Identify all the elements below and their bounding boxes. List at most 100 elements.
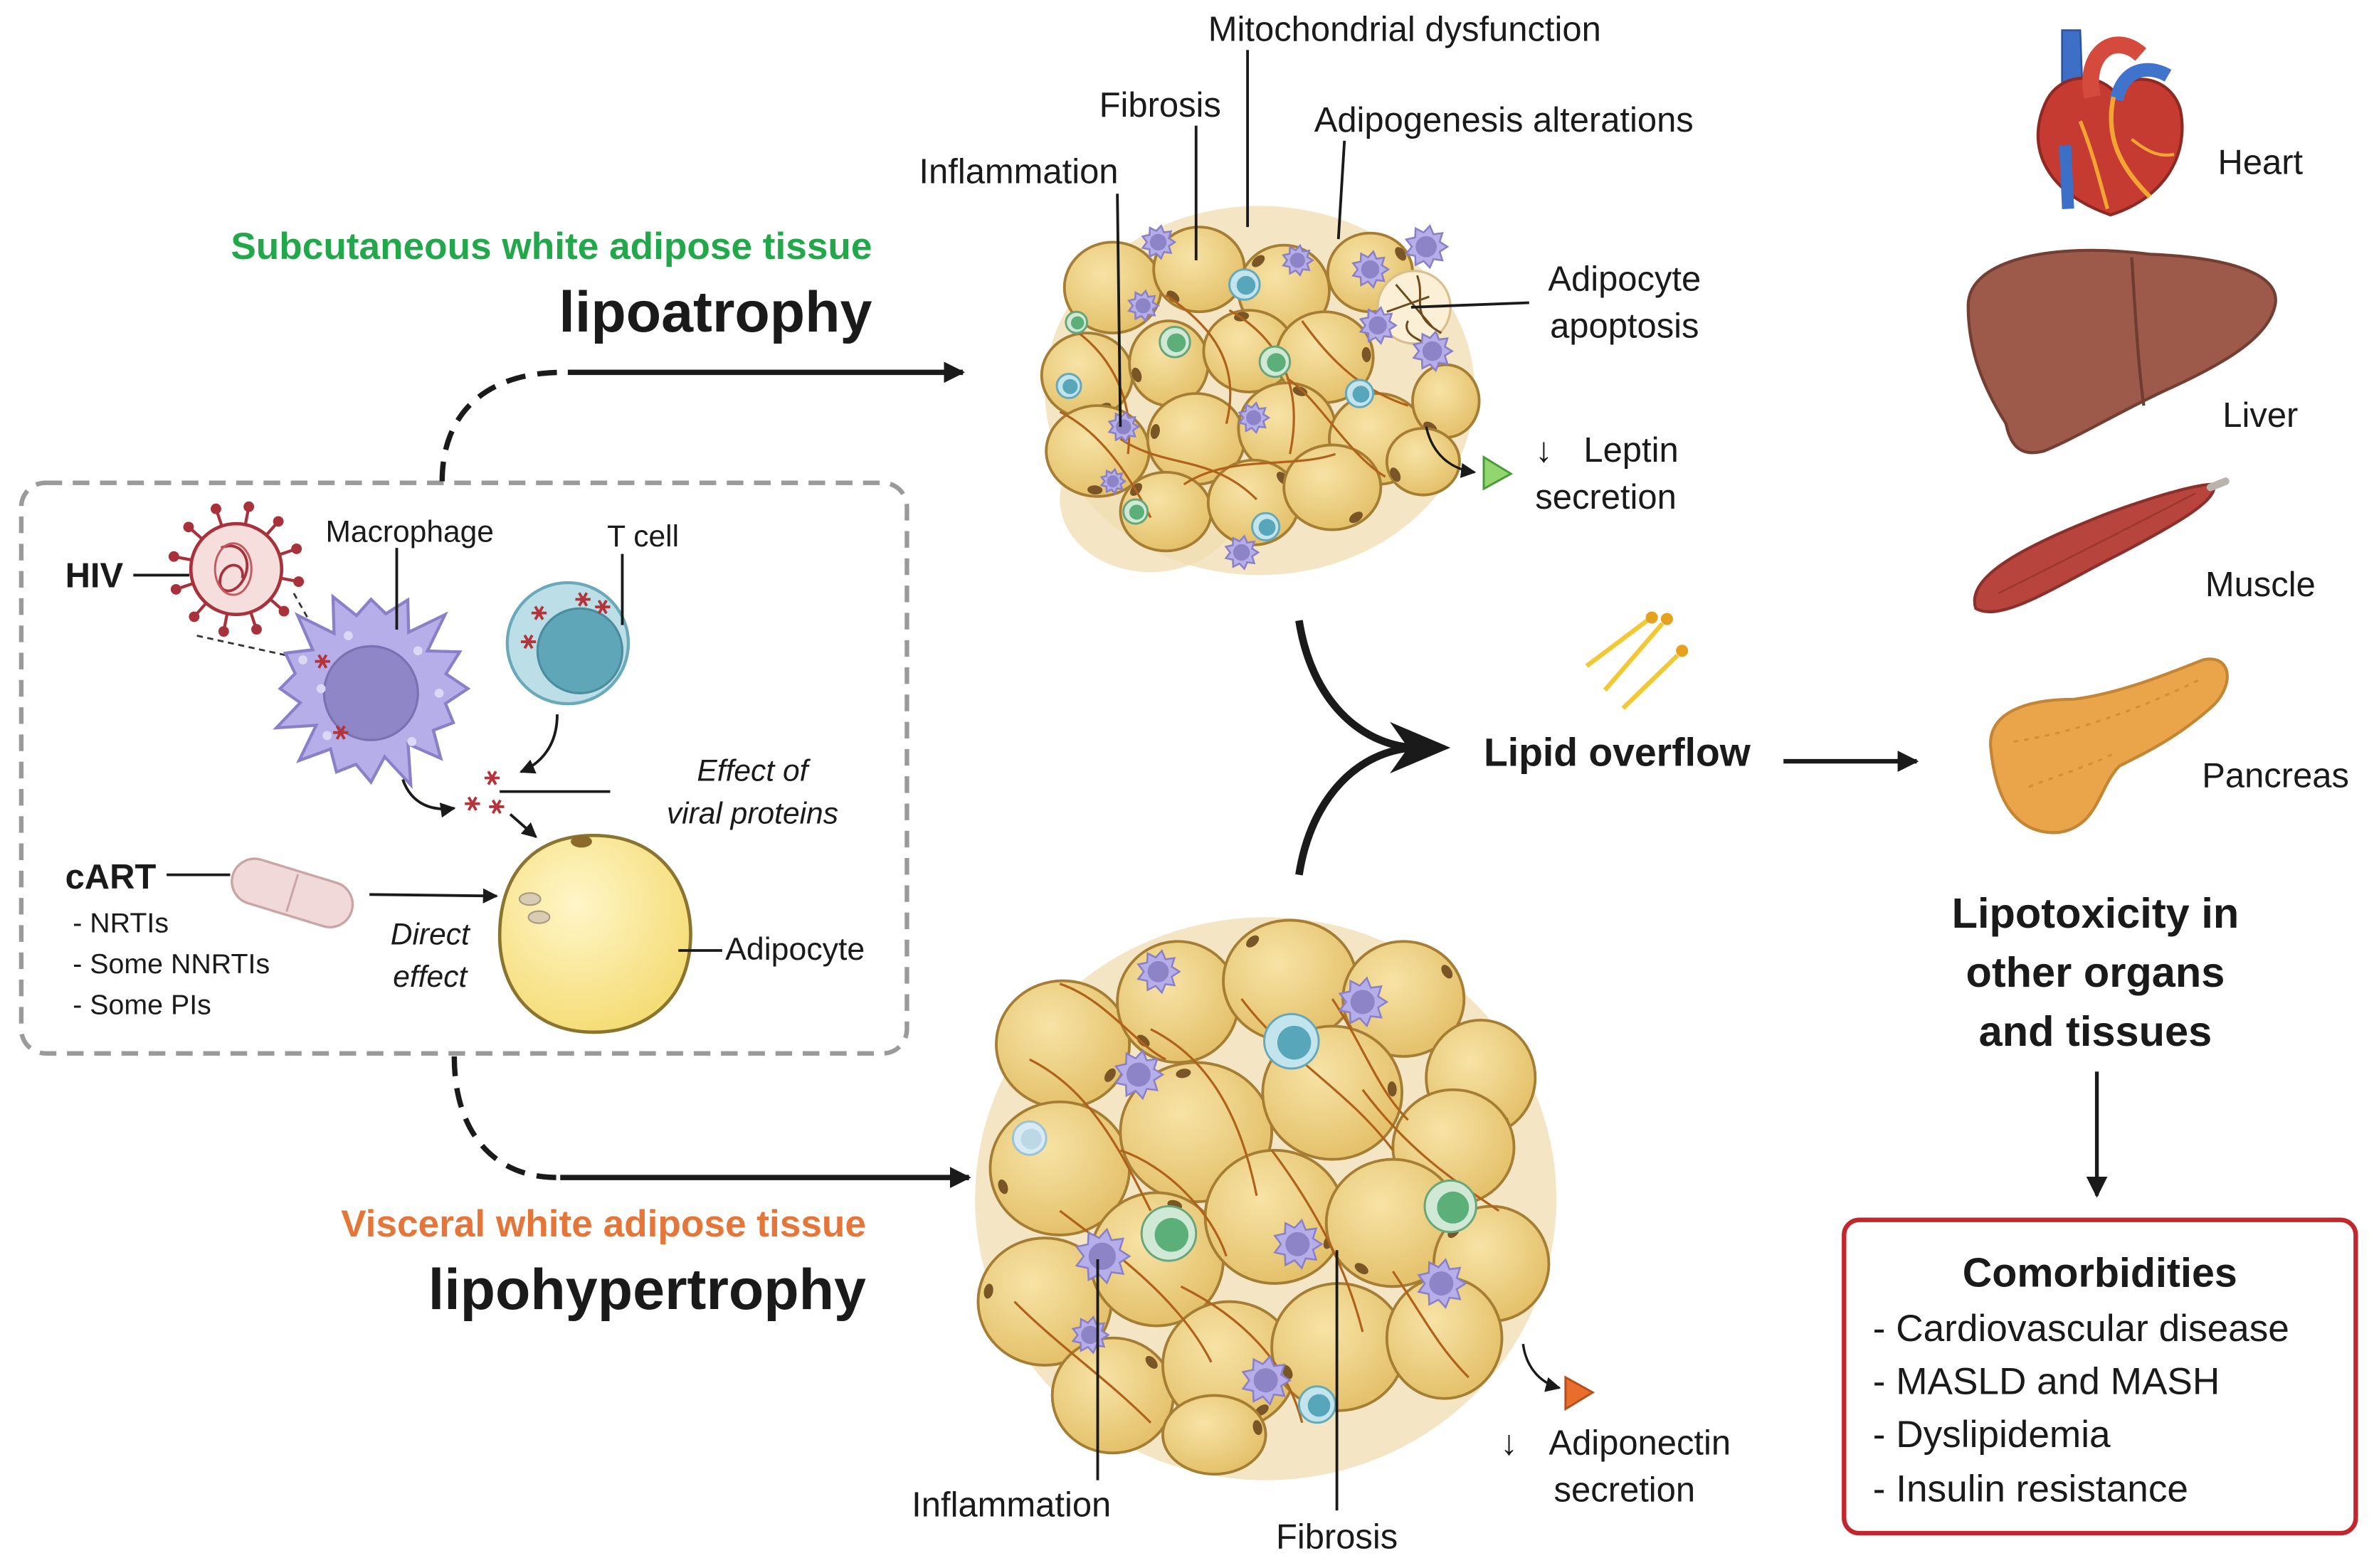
adipogenesis-label: Adipogenesis alterations <box>1314 101 1694 139</box>
adipocyte-cell <box>1282 443 1383 531</box>
hiv-spike-head <box>168 551 179 562</box>
t-cell <box>1055 372 1082 399</box>
inset-adipocyte-body <box>497 833 692 1034</box>
t-cell-nucleus <box>1258 519 1276 536</box>
fibrosis-strand <box>1331 998 1409 1121</box>
adipocyte-membrane <box>1411 363 1481 439</box>
t-cell-nucleus <box>1277 1025 1312 1060</box>
viral-protein-asterisk <box>489 799 505 815</box>
fibrosis-strand <box>1150 1028 1258 1196</box>
immune-cell-green-nucleus <box>1154 1218 1189 1252</box>
heart-pulmonary-artery <box>2109 63 2172 102</box>
macrophage-nucleus <box>322 645 419 741</box>
immune-cell-green <box>1140 1205 1198 1262</box>
fibrosis-strand <box>1301 320 1409 407</box>
hiv-capsid <box>218 544 249 593</box>
immune-cell-pale <box>1011 1120 1048 1156</box>
hiv-spike-head <box>291 543 302 554</box>
hiv-spike-stem <box>189 527 204 541</box>
macrophage-cell <box>1114 1049 1165 1101</box>
macrophage-nucleus <box>1422 341 1442 361</box>
adipocyte-nucleus <box>1246 935 1260 948</box>
adipocyte-nucleus <box>1282 1365 1293 1379</box>
overflow-arrowhead <box>1390 721 1451 774</box>
lipotoxicity-line-2: other organs <box>1966 948 2225 996</box>
fibrosis-strand <box>1119 438 1257 501</box>
lipid-tail-1 <box>1585 618 1649 668</box>
viral-protein-asterisk <box>595 599 611 615</box>
fibrosis-strand <box>1059 410 1152 519</box>
direct-effect-line-2: effect <box>393 960 468 994</box>
adipocyte-nucleus <box>1292 386 1308 396</box>
comorbidity-item: - Dyslipidemia <box>1873 1414 2111 1456</box>
muscle-belly <box>1973 482 2216 613</box>
adipocyte-nucleus <box>1131 367 1142 383</box>
hiv-spike-head <box>273 516 284 527</box>
t-cell-label: T cell <box>607 519 679 553</box>
lipotoxicity-line-3: and tissues <box>1979 1007 2212 1055</box>
macrophage-cell <box>1107 410 1141 444</box>
macrophage-cell <box>1136 949 1181 995</box>
adipocyte-membrane <box>995 979 1131 1110</box>
macrophage-icon <box>273 593 471 790</box>
liver-ligament <box>2130 257 2146 406</box>
adipocyte-nucleus <box>1104 1068 1116 1082</box>
adipocyte-cell <box>995 979 1131 1110</box>
macrophage-nucleus <box>1126 1062 1151 1087</box>
heart-label: Heart <box>2218 144 2304 182</box>
asterisk-stroke <box>335 725 346 740</box>
adipocyte-nucleus <box>1349 512 1363 524</box>
hiv-spike-stem <box>178 582 194 590</box>
macrophage-nucleus <box>1233 544 1250 561</box>
macrophage-nucleus <box>1361 260 1380 279</box>
hiv-spike-stem <box>269 598 283 610</box>
leptin-label: Leptin <box>1583 431 1678 470</box>
adipocyte-cell <box>1116 940 1240 1064</box>
t-cell-nucleus <box>1307 1394 1331 1417</box>
adipogenesis-pointer <box>1336 140 1346 240</box>
macrophage-nucleus <box>1088 1242 1117 1270</box>
immune-cell-green <box>1423 1179 1477 1234</box>
comorbidities-title: Comorbidities <box>1963 1250 2237 1296</box>
visceral-tissue-cluster <box>975 917 1557 1480</box>
fibrosis-strand <box>1361 1088 1500 1212</box>
inset-adipocyte-nucleus <box>571 835 592 848</box>
adipocyte-nucleus <box>1390 467 1401 482</box>
heart-body <box>2036 76 2184 217</box>
asterisk-stroke <box>467 796 478 811</box>
hiv-spike-stem <box>215 511 223 527</box>
lipid-head-3 <box>1676 645 1689 657</box>
t-cell-icon <box>505 581 631 706</box>
immune-cell-green-nucleus <box>1437 1191 1470 1224</box>
hiv-spike-stem <box>278 548 295 556</box>
macrophage-vesicle <box>434 688 444 698</box>
pancreas-icon <box>1989 657 2229 835</box>
hiv-spike-head <box>293 576 305 588</box>
t-cell <box>1344 378 1375 408</box>
inflammation-bottom-label: Inflammation <box>912 1486 1111 1525</box>
hiv-spike-head <box>183 521 194 533</box>
hiv-spike-stem <box>243 509 250 525</box>
asterisk-stroke <box>487 770 497 785</box>
cart-label: cART <box>65 858 157 896</box>
heart-icon <box>2036 29 2184 217</box>
liver-icon <box>1966 248 2277 455</box>
muscle-tendon <box>2206 477 2230 492</box>
adipocyte-nucleus <box>1252 255 1265 267</box>
comorbidities-box <box>1842 1217 2358 1536</box>
lipid-tail-2 <box>1603 622 1665 692</box>
macrophage-cell <box>1273 1218 1324 1270</box>
viral-protein-asterisk <box>465 796 480 811</box>
lipid-head-2 <box>1660 613 1673 625</box>
hiv-label: HIV <box>65 556 124 595</box>
macrophage-cell <box>1127 289 1160 322</box>
adipocyte-nucleus <box>1387 1081 1397 1097</box>
adipocyte-nucleus <box>1176 1069 1191 1079</box>
pancreas-texture-2 <box>2028 753 2114 788</box>
cart-drug-3: - Some PIs <box>73 989 211 1020</box>
direct-effect-line-1: Direct <box>391 918 471 952</box>
adiponectin-marker <box>1564 1375 1595 1411</box>
macrophage-cell <box>1075 1227 1131 1285</box>
macrophage-cell <box>1141 224 1177 260</box>
fibrosis-strand <box>1183 452 1336 486</box>
